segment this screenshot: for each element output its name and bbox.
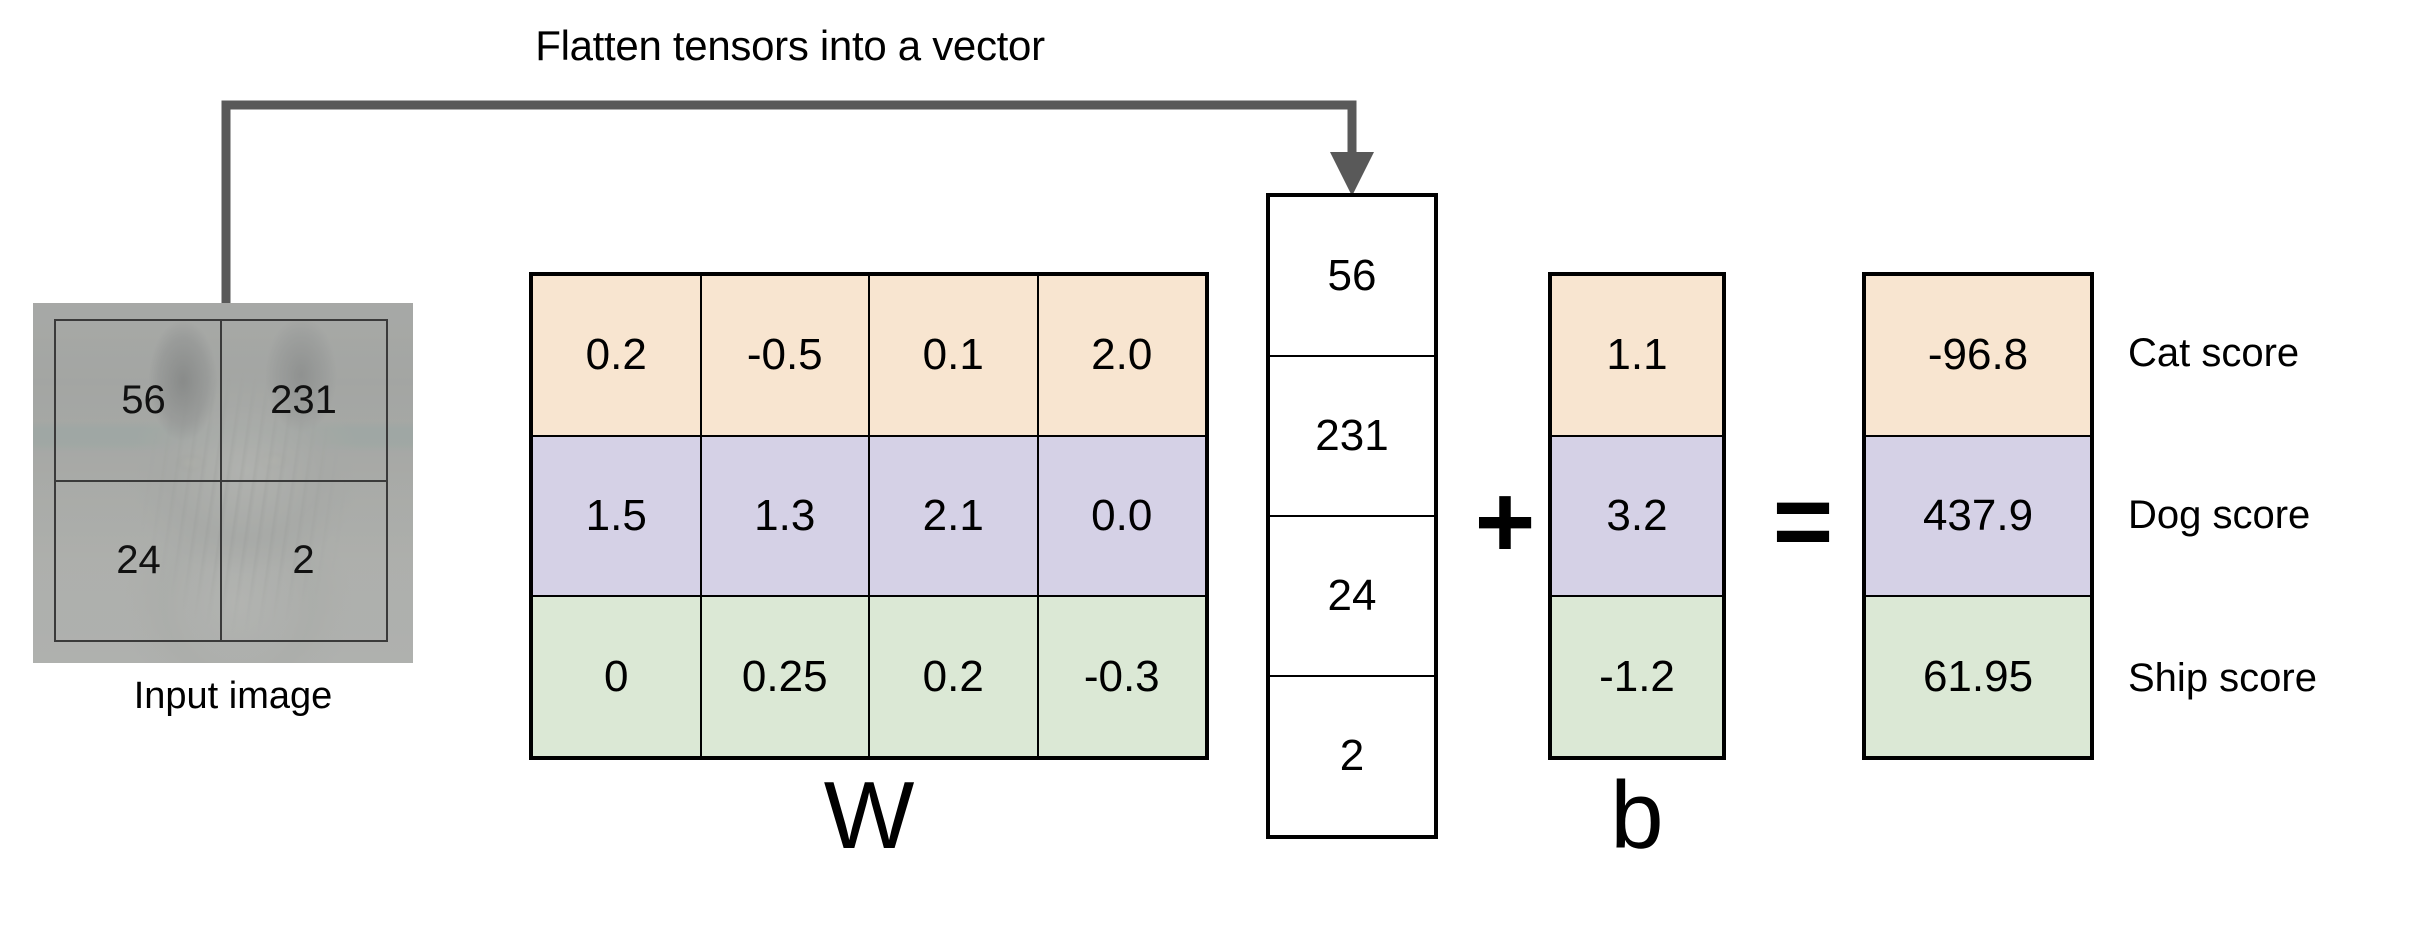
score-vector: -96.8 437.9 61.95 xyxy=(1862,272,2094,760)
weight-matrix: 0.2 -0.5 0.1 2.0 1.5 1.3 2.1 0.0 0 0.25 … xyxy=(529,272,1209,760)
score-label-cat: Cat score xyxy=(2128,330,2300,375)
equals-operator: = xyxy=(1772,464,1834,580)
w-cell-r1c0: 1.5 xyxy=(531,434,702,598)
cat-photo-desaturation-veil xyxy=(33,303,413,663)
score-vector-grid: -96.8 437.9 61.95 xyxy=(1862,272,2094,760)
pixel-grid-overlay: 56 231 24 2 xyxy=(54,319,388,642)
b-cell-1: 3.2 xyxy=(1550,434,1724,598)
w-cell-r0c1: -0.5 xyxy=(699,274,870,437)
score-label-ship: Ship score xyxy=(2128,656,2317,701)
cat-photo xyxy=(33,303,413,663)
w-cell-r1c3: 0.0 xyxy=(1036,434,1207,598)
input-image-block: 56 231 24 2 Input image xyxy=(33,303,413,717)
bias-vector-grid: 1.1 3.2 -1.2 xyxy=(1548,272,1726,760)
b-cell-2: -1.2 xyxy=(1550,595,1724,758)
score-cell-2: 61.95 xyxy=(1864,595,2092,758)
weight-matrix-label: W xyxy=(823,762,915,869)
x-cell-0: 56 xyxy=(1268,195,1436,357)
w-cell-r2c0: 0 xyxy=(531,595,702,758)
w-cell-r2c3: -0.3 xyxy=(1036,595,1207,758)
w-cell-r1c1: 1.3 xyxy=(699,434,870,598)
bias-vector: 1.1 3.2 -1.2 xyxy=(1548,272,1726,760)
weight-matrix-grid: 0.2 -0.5 0.1 2.0 1.5 1.3 2.1 0.0 0 0.25 … xyxy=(529,272,1209,760)
pixel-cell-3: 2 xyxy=(220,479,387,641)
pixel-cell-0: 56 xyxy=(55,320,222,482)
score-label-list: Cat score Dog score Ship score xyxy=(2128,272,2412,760)
pixel-cell-2: 24 xyxy=(55,479,222,641)
flattened-vector: 56 231 24 2 xyxy=(1266,193,1438,839)
plus-operator: + xyxy=(1474,464,1536,580)
w-cell-r0c0: 0.2 xyxy=(531,274,702,437)
flattened-vector-grid: 56 231 24 2 xyxy=(1266,193,1438,839)
x-cell-3: 2 xyxy=(1268,675,1436,837)
bias-vector-label: b xyxy=(1610,762,1664,869)
x-cell-1: 231 xyxy=(1268,355,1436,517)
w-cell-r2c2: 0.2 xyxy=(868,595,1039,758)
score-label-dog: Dog score xyxy=(2128,493,2311,538)
w-cell-r2c1: 0.25 xyxy=(699,595,870,758)
w-cell-r1c2: 2.1 xyxy=(868,434,1039,598)
input-image-caption: Input image xyxy=(133,675,333,717)
b-cell-0: 1.1 xyxy=(1550,274,1724,437)
page-title: Flatten tensors into a vector xyxy=(535,22,1045,69)
cat-photo-fur-stripes xyxy=(33,303,413,663)
score-cell-0: -96.8 xyxy=(1864,274,2092,437)
cat-photo-background xyxy=(33,303,413,663)
pixel-cell-1: 231 xyxy=(220,320,387,482)
score-cell-1: 437.9 xyxy=(1864,434,2092,598)
x-cell-2: 24 xyxy=(1268,515,1436,677)
w-cell-r0c3: 2.0 xyxy=(1036,274,1207,437)
w-cell-r0c2: 0.1 xyxy=(868,274,1039,437)
